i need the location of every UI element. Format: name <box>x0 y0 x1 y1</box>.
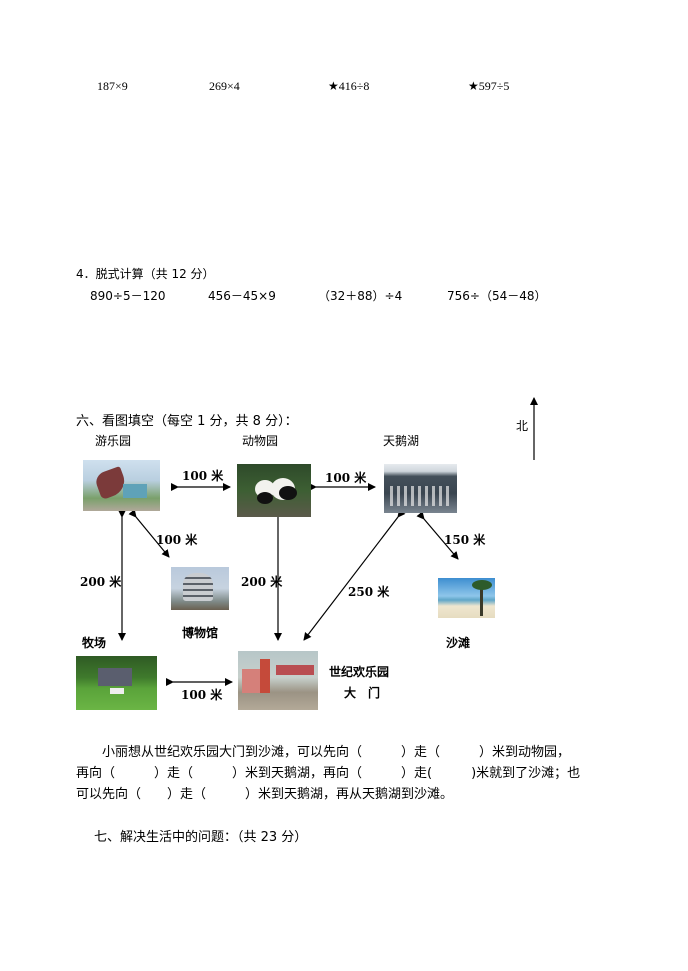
question-line: 可以先向（ ）走（ ）米到天鹅湖，再从天鹅湖到沙滩。 <box>76 787 454 802</box>
question-line: 小丽想从世纪欢乐园大门到沙滩，可以先向（ ）走（ ）米到动物园， <box>76 745 571 760</box>
label-gate-line2: 大 门 <box>344 686 381 700</box>
distance-lake-gate: 250 米 <box>348 585 390 599</box>
distance-park-zoo: 100 米 <box>182 469 224 483</box>
ranch-photo <box>76 656 157 710</box>
step-calc-problem: 890÷5－120 <box>90 289 166 303</box>
section-7-title: 七、解决生活中的问题：（共 23 分） <box>94 830 308 845</box>
label-amusement-park: 游乐园 <box>95 434 132 448</box>
zoo-panda-photo <box>237 464 311 517</box>
calc-problem: 187×9 <box>97 79 128 93</box>
calc-problem: ★597÷5 <box>468 79 510 93</box>
distance-ranch-gate: 100 米 <box>181 688 223 702</box>
swan-lake-photo <box>384 464 457 513</box>
calc-problem: ★416÷8 <box>328 79 370 93</box>
section-6-title: 六、看图填空（每空 1 分，共 8 分）： <box>76 414 298 429</box>
distance-park-ranch: 200 米 <box>80 575 122 589</box>
distance-zoo-lake: 100 米 <box>325 471 367 485</box>
label-museum: 博物馆 <box>182 626 219 640</box>
museum-photo <box>171 567 229 610</box>
label-beach: 沙滩 <box>446 636 471 650</box>
label-ranch: 牧场 <box>82 636 107 650</box>
label-zoo: 动物园 <box>242 434 279 448</box>
gate-photo <box>238 651 318 710</box>
distance-lake-beach: 150 米 <box>444 533 486 547</box>
question-line: 再向（ ）走（ ）米到天鹅湖，再向（ ）走( )米就到了沙滩；也 <box>76 766 581 781</box>
label-swan-lake: 天鹅湖 <box>383 434 420 448</box>
calc-problem: 269×4 <box>209 79 240 93</box>
step-calc-problem: 456－45×9 <box>208 289 276 303</box>
amusement-park-photo <box>83 460 160 511</box>
step-calc-problem: 756÷（54－48） <box>447 289 547 303</box>
step-calc-problem: （32＋88）÷4 <box>318 289 403 303</box>
section-4-title: 4．脱式计算（共 12 分） <box>76 267 215 281</box>
north-label: 北 <box>516 419 529 433</box>
beach-photo <box>438 578 495 618</box>
label-gate-line1: 世纪欢乐园 <box>329 665 390 679</box>
distance-park-museum: 100 米 <box>156 533 198 547</box>
distance-zoo-gate: 200 米 <box>241 575 283 589</box>
